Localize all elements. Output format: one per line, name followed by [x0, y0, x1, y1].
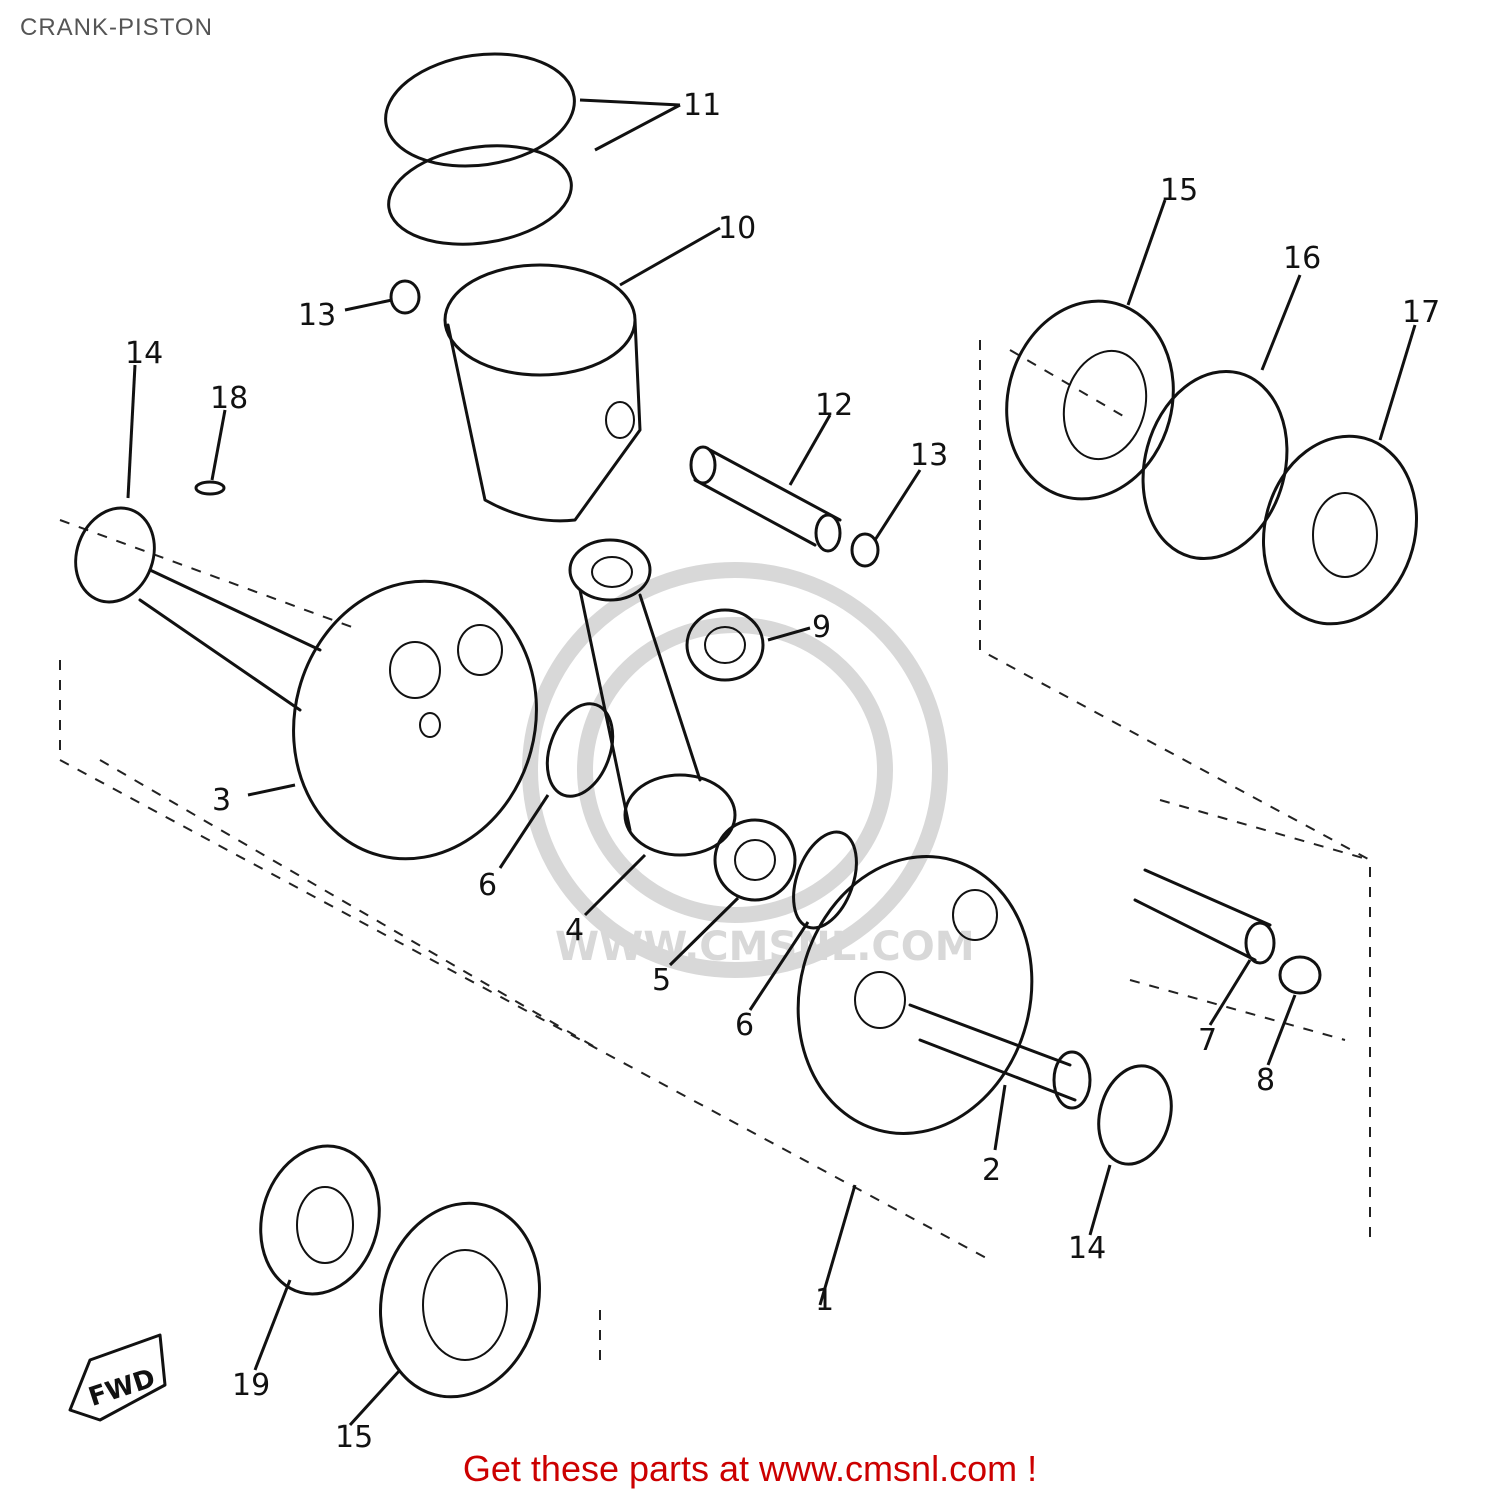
callout-16: 16: [1283, 241, 1321, 276]
oil-seal-17: [1261, 434, 1419, 626]
thrust-washer-left: [545, 702, 615, 798]
callout-5: 5: [652, 963, 671, 998]
oil-seal-19: [259, 1144, 381, 1296]
circlip-right: [850, 532, 880, 568]
piston-pin: [689, 445, 842, 553]
needle-bearing-small: [685, 608, 765, 682]
callout-7: 7: [1198, 1023, 1217, 1058]
leader-lines: [126, 98, 1417, 1427]
thrust-washer-right: [792, 830, 858, 930]
watermark: WWW.CMSNL.COM: [522, 562, 975, 978]
callout-17: 17: [1402, 295, 1440, 330]
footer-link[interactable]: Get these parts at www.cmsnl.com !: [462, 1448, 1038, 1489]
needle-bearing-big-end: [713, 818, 797, 902]
fwd-label: FWD: [85, 1363, 159, 1413]
callout-15b: 15: [335, 1420, 373, 1455]
callout-numbers: 1 2 3 4 5 6 6 7 8 9 10 11 12 13 13 14 14…: [125, 88, 1440, 1455]
callout-12: 12: [815, 388, 853, 423]
bearing-top-right: [1005, 299, 1175, 501]
woodruff-key: [1278, 955, 1322, 995]
callout-11: 11: [683, 88, 721, 123]
oil-seal-right: [1097, 1064, 1173, 1166]
callout-1: 1: [815, 1283, 834, 1318]
callout-8: 8: [1256, 1063, 1275, 1098]
callout-10: 10: [718, 211, 756, 246]
piston: [443, 263, 642, 523]
callout-14a: 14: [125, 336, 163, 371]
crank-pin: [1133, 868, 1276, 965]
callout-6b: 6: [735, 1008, 754, 1043]
callout-18: 18: [210, 381, 248, 416]
circlip-top: [389, 279, 421, 315]
crank-wheel-right: [796, 855, 1092, 1135]
callout-13b: 13: [910, 438, 948, 473]
bearing-bottom: [379, 1201, 541, 1399]
fwd-arrow-icon: FWD: [68, 1333, 167, 1422]
watermark-text: WWW.CMSNL.COM: [555, 924, 975, 970]
callout-14b: 14: [1068, 1231, 1106, 1266]
callout-13a: 13: [298, 298, 336, 333]
callout-4: 4: [565, 913, 584, 948]
page-title: CRANK-PISTON: [20, 14, 213, 41]
callout-2: 2: [982, 1153, 1001, 1188]
dowel-pin: [194, 480, 226, 496]
callout-9: 9: [812, 610, 831, 645]
callout-6a: 6: [478, 868, 497, 903]
crank-wheel-left: [74, 506, 538, 861]
piston-rings: [384, 52, 576, 246]
callout-3: 3: [212, 783, 231, 818]
circlip-16: [1141, 369, 1289, 561]
callout-19: 19: [232, 1368, 270, 1403]
callout-15a: 15: [1160, 173, 1198, 208]
